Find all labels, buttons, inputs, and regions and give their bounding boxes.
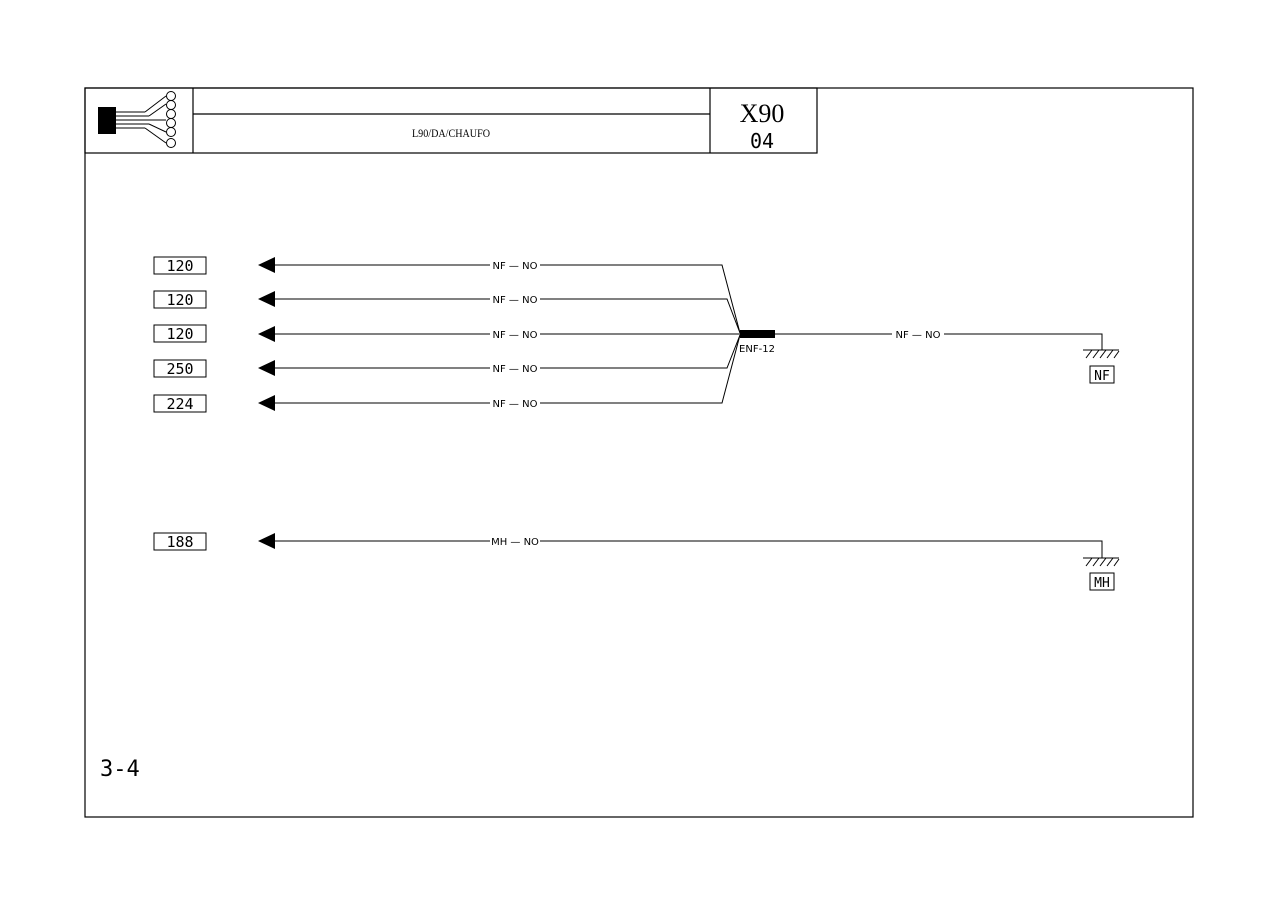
wire-4: 250 NF — NO (153, 334, 741, 378)
wire-label: NF — NO (493, 330, 538, 341)
wire-label: NF — NO (493, 295, 538, 306)
wire-6: 188 MH — NO (153, 532, 1103, 558)
arrow-left-icon (258, 533, 275, 549)
wire-destination: 120 (166, 291, 193, 309)
wire-destination: 250 (166, 360, 193, 378)
wire-label: MH — NO (491, 537, 539, 548)
arrow-left-icon (258, 291, 275, 307)
ground-icon (1083, 349, 1120, 359)
splice-enf-12: ENF-12 NF — NO (739, 330, 1103, 355)
ground-mh: MH (1083, 557, 1120, 591)
wire-5: 224 NF — NO (153, 334, 741, 413)
ground-label: NF (1094, 369, 1110, 384)
wire-label: NF — NO (493, 364, 538, 375)
page-ref: 3-4 (100, 757, 140, 782)
wire-label: NF — NO (896, 330, 941, 341)
arrow-left-icon (258, 257, 275, 273)
wire-label: NF — NO (493, 261, 538, 272)
title-block: L90/DA/CHAUFO X90 04 (84, 87, 818, 154)
arrow-left-icon (258, 326, 275, 342)
wire-3: 120 NF — NO (153, 324, 740, 343)
ground-icon (1083, 557, 1120, 567)
drawing-frame (84, 87, 1194, 818)
connector-logo-icon (98, 91, 176, 148)
wire-destination: 224 (166, 395, 193, 413)
title-description: L90/DA/CHAUFO (412, 126, 490, 140)
ground-nf: NF (1083, 349, 1120, 384)
splice-label: ENF-12 (739, 344, 775, 355)
wire-destination: 120 (166, 325, 193, 343)
wire-destination: 188 (166, 533, 193, 551)
ground-label: MH (1094, 576, 1110, 591)
wire-destination: 120 (166, 257, 193, 275)
arrow-left-icon (258, 360, 275, 376)
title-code: X90 (740, 99, 785, 128)
wire-1: 120 NF — NO (153, 256, 741, 334)
arrow-left-icon (258, 395, 275, 411)
title-sheet: 04 (750, 129, 774, 153)
wire-label: NF — NO (493, 399, 538, 410)
wire-2: 120 NF — NO (153, 290, 741, 334)
